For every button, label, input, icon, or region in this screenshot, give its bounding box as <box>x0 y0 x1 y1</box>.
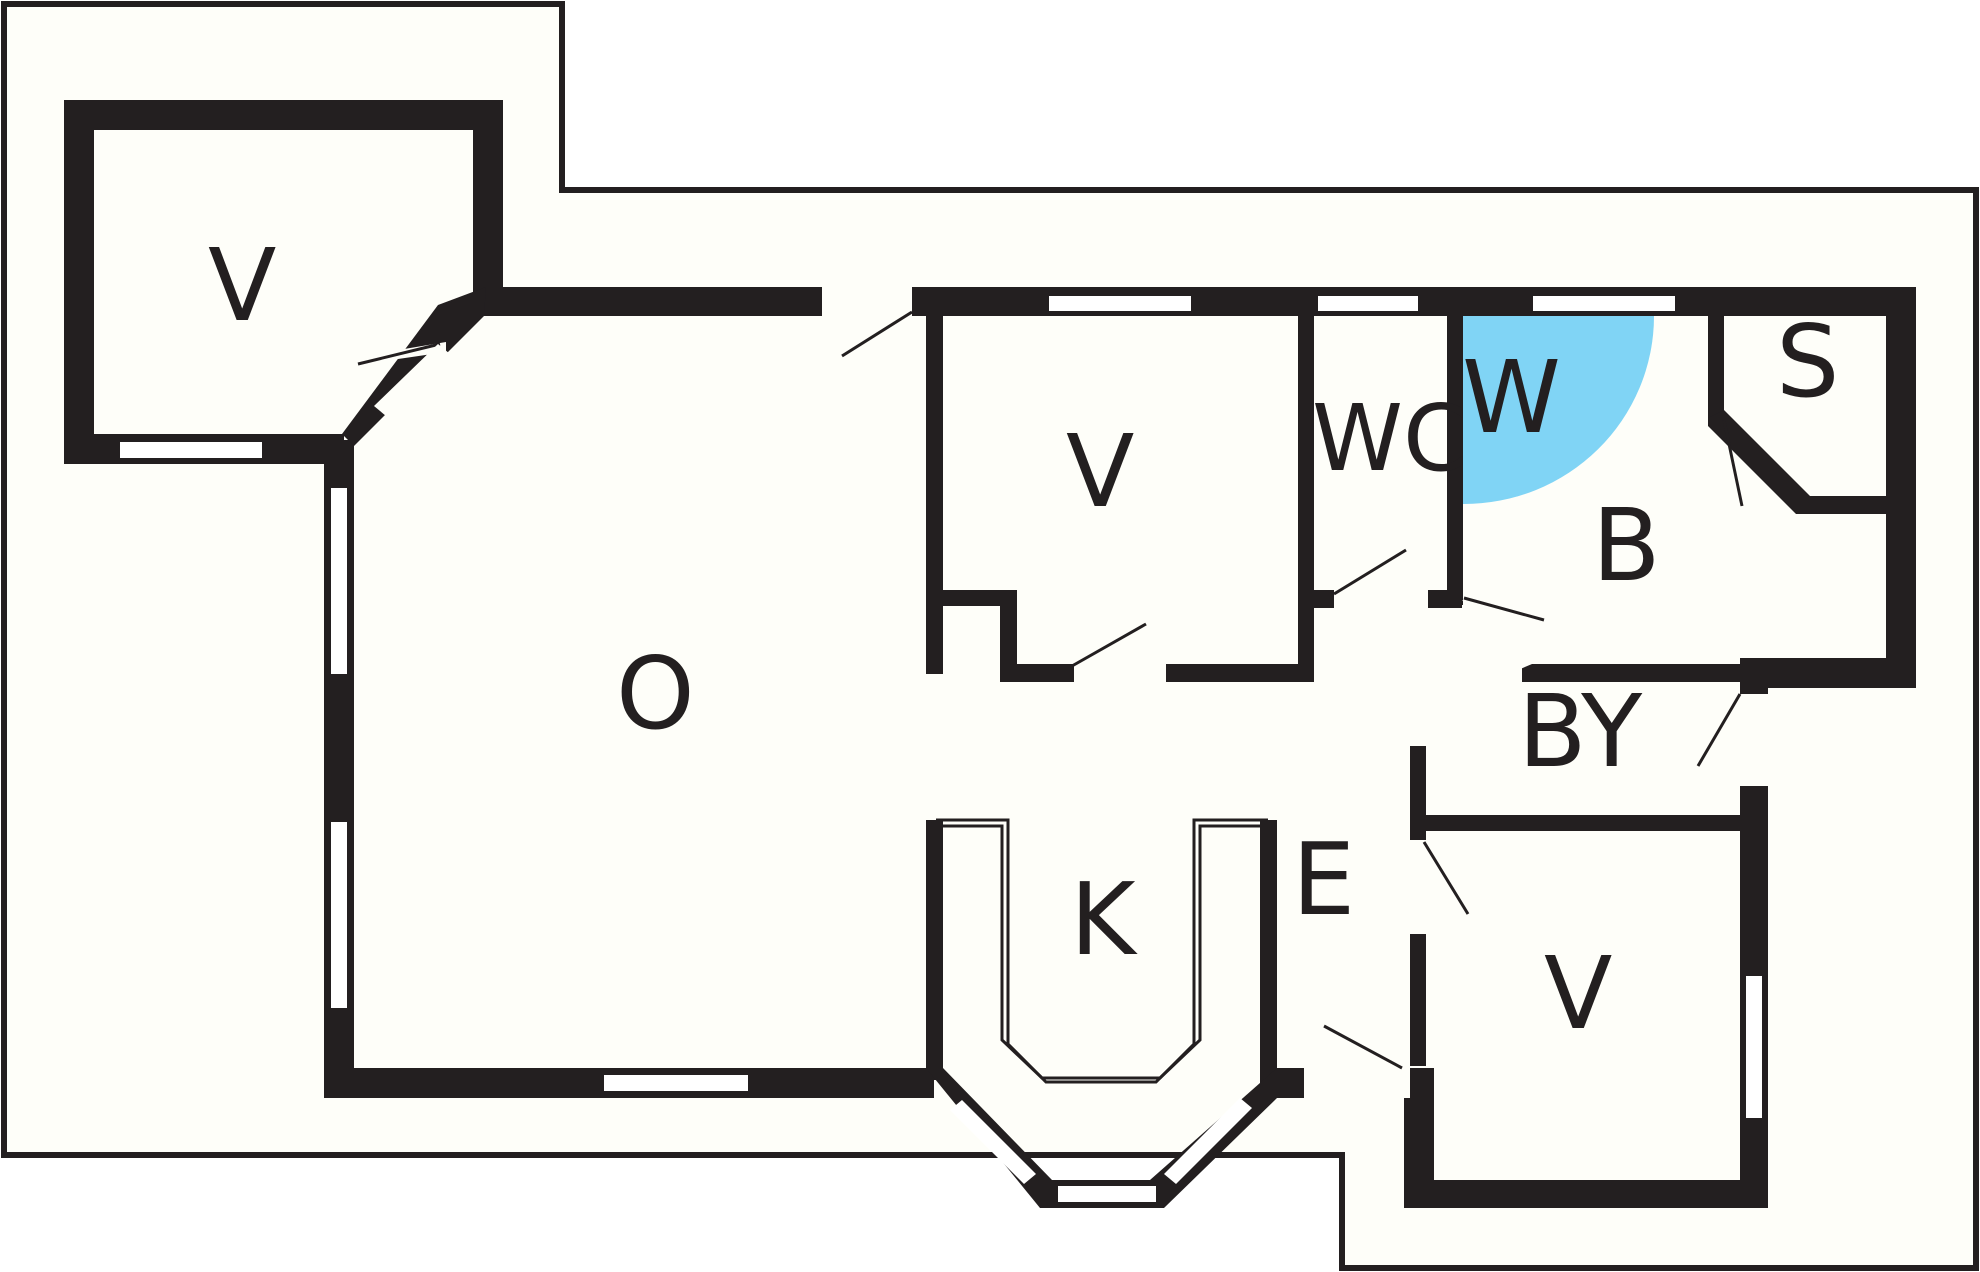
window <box>1533 296 1675 311</box>
room-label-v-middle: V <box>1066 413 1134 530</box>
room-label-v-bottom-right: V <box>1544 935 1612 1052</box>
window <box>604 1075 748 1091</box>
room-label-b: B <box>1592 487 1661 604</box>
window <box>1049 296 1191 311</box>
kitchen-counter <box>936 818 1268 1084</box>
windows <box>120 296 1762 1202</box>
window <box>1058 1186 1156 1202</box>
room-label-w: W <box>1462 339 1561 456</box>
room-label-k: K <box>1070 861 1138 978</box>
window <box>950 1100 1036 1184</box>
room-label-by: BY <box>1518 673 1643 790</box>
window <box>1164 1098 1252 1184</box>
window <box>120 442 262 458</box>
room-label-s: S <box>1776 303 1839 420</box>
doors <box>357 286 1768 1098</box>
room-label-v-top-left: V <box>208 227 276 344</box>
room-label-e: E <box>1292 821 1355 938</box>
window <box>1318 296 1418 311</box>
window <box>331 822 347 1008</box>
room-label-wc: WC <box>1312 385 1467 492</box>
washer-clearance-area <box>1463 316 1654 505</box>
window <box>1746 976 1762 1118</box>
window <box>331 488 347 674</box>
room-label-o: O <box>616 635 695 752</box>
